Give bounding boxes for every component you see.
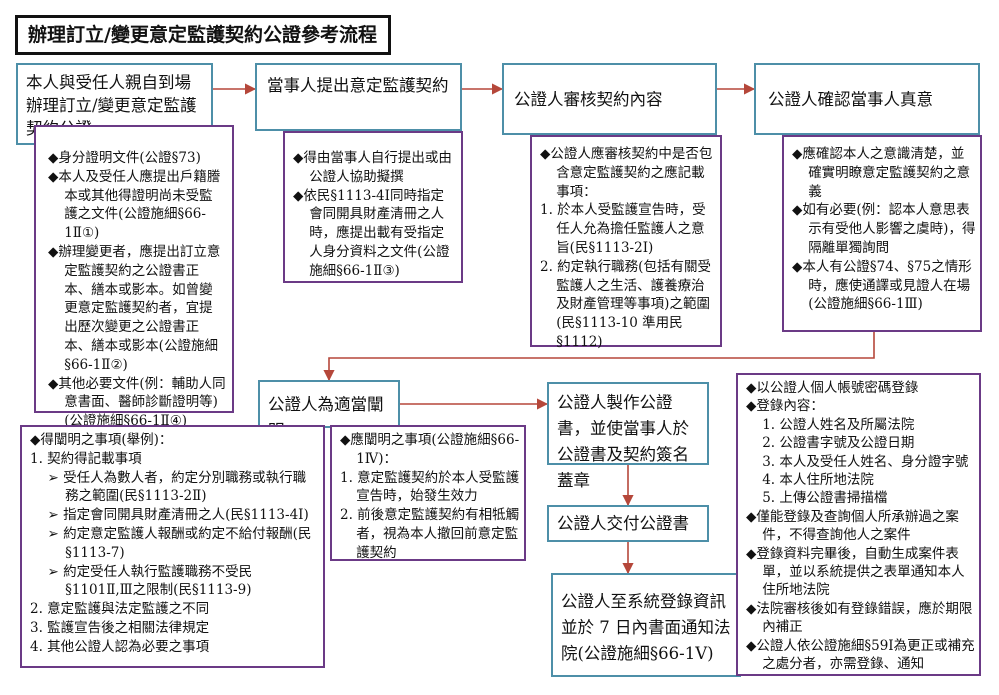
arrow-s4-s5 bbox=[323, 332, 875, 382]
step-submit-contract: 當事人提出意定監護契約 bbox=[255, 63, 462, 131]
step-label: 公證人至系統登錄資訊並於 7 日內書面通知法院(公證施細§66-1V) bbox=[561, 592, 731, 663]
note-contract-drafting: ◆得由當事人自行提出或由公證人協助擬撰 ◆依民§1113-4Ⅰ同時指定會同開具財… bbox=[283, 131, 463, 283]
note-item: ◆公證人依公證施細§59Ⅰ為更正或補充之處分者，亦需登錄、通知 bbox=[746, 637, 975, 673]
step-register-and-notify: 公證人至系統登錄資訊並於 7 日內書面通知法院(公證施細§66-1V) bbox=[551, 573, 741, 677]
note-item: ◆登錄內容： bbox=[746, 398, 824, 415]
note-item: ◆僅能登錄及查詢個人所承辦過之案件，不得查詢他人之案件 bbox=[746, 508, 959, 544]
note-intro: ◆公證人應審核契約中是否包含意定監護契約之應記載事項： bbox=[540, 146, 713, 200]
note-item: ◆本人有公證§74、§75之情形時，應使通譯或見證人在場(公證施細§66-1Ⅲ) bbox=[792, 258, 972, 313]
note-required-documents: ◆身分證明文件(公證§73) ◆本人及受任人應提出戶籍謄本或其他得證明尚未受監護… bbox=[34, 125, 234, 429]
note-sub-item: 4. 本人住所地法院 bbox=[762, 472, 874, 489]
note-item: ◆法院審核後如有登錄錯誤，應於期限內補正 bbox=[746, 600, 973, 636]
note-sub-item: ➢ 指定會同開具財產清冊之人(民§1113-4Ⅰ) bbox=[47, 507, 309, 524]
note-intro: ◆應闡明之事項(公證施細§66-1Ⅳ)： bbox=[340, 432, 520, 467]
note-item: ◆身分證明文件(公證§73) bbox=[48, 150, 201, 166]
note-item: 4. 其他公證人認為必要之事項 bbox=[30, 638, 210, 655]
note-item: 2. 約定執行職務(包括有關受監護人之生活、護養療治及財產管理等事項)之範圍(民… bbox=[540, 258, 711, 350]
note-sub-item: ➢ 約定意定監護人報酬或約定不給付報酬(民§1113-7) bbox=[47, 525, 312, 561]
note-item: ◆本人及受任人應提出戶籍謄本或其他得證明尚未受監護之文件(公證施細§66-1Ⅱ①… bbox=[48, 168, 221, 242]
note-optional-explanations: ◆得闡明之事項(舉例)： 1. 契約得記載事項 ➢ 受任人為數人者，約定分別職務… bbox=[20, 425, 325, 668]
step-label: 公證人製作公證書，並使當事人於公證書及契約簽名蓋章 bbox=[557, 393, 689, 490]
step-confirm-intent: 公證人確認當事人真意 bbox=[754, 63, 980, 135]
note-sub-item: 1. 公證人姓名及所屬法院 bbox=[762, 416, 915, 433]
note-intro: ◆得闡明之事項(舉例)： bbox=[30, 432, 173, 448]
note-item: 2. 意定監護與法定監護之不同 bbox=[30, 601, 210, 618]
page-title: 辦理訂立/變更意定監護契約公證參考流程 bbox=[15, 15, 391, 55]
note-item: ◆依民§1113-4Ⅰ同時指定會同開具財產清冊之人時，應提出載有受指定人身分資料… bbox=[293, 187, 450, 279]
note-item: 1. 契約得記載事項 bbox=[30, 450, 142, 467]
step-label: 本人與受任人親自到場辦理訂立/變更意定監護契約公證 bbox=[26, 73, 197, 138]
note-sub-item: ➢ 約定受任人執行監護職務不受民§1101Ⅱ,Ⅲ之限制(民§1113-9) bbox=[47, 563, 253, 599]
note-item: ◆如有必要(例：認本人意思表示有受他人影響之虞時)，得隔離單獨詢問 bbox=[792, 202, 976, 256]
step-review-contract: 公證人審核契約內容 bbox=[502, 63, 717, 135]
note-item: ◆其他必要文件(例：輔助人同意書面、醫師診斷證明等)(公證施細§66-1Ⅱ④) bbox=[48, 375, 226, 430]
note-sub-item: 2. 公證書字號及公證日期 bbox=[762, 435, 915, 452]
step-label: 公證人確認當事人真意 bbox=[768, 90, 933, 109]
note-item: ◆得由當事人自行提出或由公證人協助擬撰 bbox=[293, 150, 452, 185]
note-sub-item: 3. 本人及受任人姓名、身分證字號 bbox=[762, 453, 969, 470]
note-system-registration: ◆以公證人個人帳號密碼登錄 ◆登錄內容： 1. 公證人姓名及所屬法院 2. 公證… bbox=[736, 373, 981, 676]
step-label: 公證人審核契約內容 bbox=[514, 90, 663, 109]
note-item: ◆應確認本人之意識清楚，並確實明瞭意定監護契約之意義 bbox=[792, 146, 971, 200]
note-item: 1. 意定監護契約於本人受監護宣告時，始發生效力 bbox=[340, 469, 520, 505]
step-deliver-deed: 公證人交付公證書 bbox=[547, 505, 709, 542]
note-item: 1. 於本人受監護宣告時，受任人允為擔任監護人之意旨(民§1113-2Ⅰ) bbox=[540, 202, 706, 256]
note-mandatory-explanations: ◆應闡明之事項(公證施細§66-1Ⅳ)： 1. 意定監護契約於本人受監護宣告時，… bbox=[330, 425, 526, 561]
note-item: 3. 監護宣告後之相關法律規定 bbox=[30, 619, 210, 636]
step-explain: 公證人為適當闡明 bbox=[258, 380, 400, 440]
note-item: 2. 前後意定監護契約有相牴觸者，視為本人撤回前意定監護契約 bbox=[340, 507, 520, 561]
step-issue-notarial-deed: 公證人製作公證書，並使當事人於公證書及契約簽名蓋章 bbox=[547, 382, 709, 490]
note-item: ◆辦理變更者，應提出訂立意定監護契約之公證書正本、繕本或影本。如曾變更意定監護契… bbox=[48, 243, 221, 373]
note-required-terms: ◆公證人應審核契約中是否包含意定監護契約之應記載事項： 1. 於本人受監護宣告時… bbox=[530, 135, 722, 350]
note-intent-check: ◆應確認本人之意識清楚，並確實明瞭意定監護契約之意義 ◆如有必要(例：認本人意思… bbox=[782, 135, 982, 332]
note-item: ◆登錄資料完畢後，自動生成案件表單，並以系統提供之表單通知本人住所地法院 bbox=[746, 545, 965, 599]
note-sub-item: ➢ 受任人為數人者，約定分別職務或執行職務之範圍(民§1113-2Ⅱ) bbox=[47, 469, 307, 505]
note-item: ◆以公證人個人帳號密碼登錄 bbox=[746, 380, 919, 396]
step-label: 當事人提出意定監護契約 bbox=[267, 76, 449, 95]
note-sub-item: 5. 上傳公證書掃描檔 bbox=[762, 490, 888, 507]
step-label: 公證人交付公證書 bbox=[557, 514, 689, 533]
